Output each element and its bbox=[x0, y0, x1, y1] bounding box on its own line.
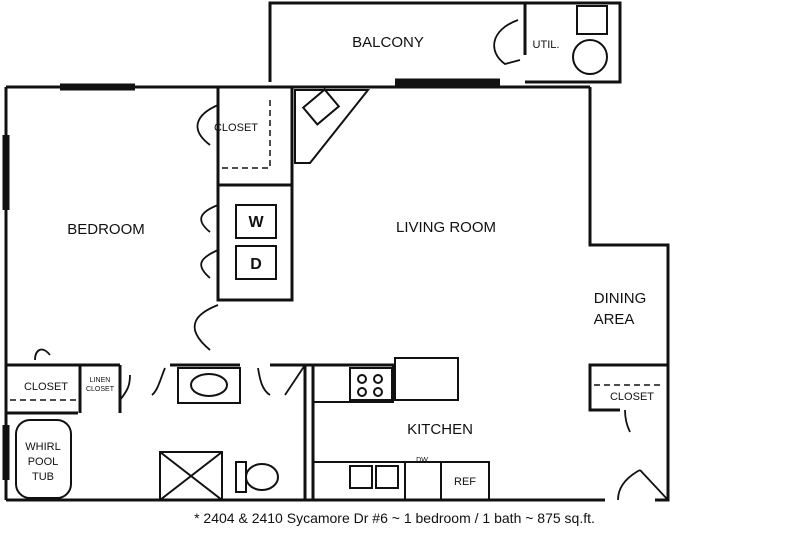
living-room-label: LIVING ROOM bbox=[396, 219, 496, 236]
burner-2 bbox=[373, 374, 383, 384]
fireplace-inner bbox=[301, 88, 341, 126]
dining-label-line1: DINING bbox=[594, 290, 647, 307]
bedroom-label: BEDROOM bbox=[67, 221, 145, 238]
fireplace-body bbox=[294, 89, 371, 164]
balcony-label: BALCONY bbox=[352, 34, 424, 51]
balcony-wall bbox=[268, 1, 622, 84]
util-door-arc bbox=[493, 19, 521, 65]
dryer-box bbox=[235, 245, 277, 280]
closet-right-label: CLOSET bbox=[610, 391, 654, 403]
refrigerator bbox=[440, 461, 490, 501]
burner-1 bbox=[357, 374, 367, 384]
util-fixtures bbox=[572, 5, 608, 75]
dishwasher-label: DW bbox=[416, 457, 428, 464]
dashed-lines bbox=[10, 100, 664, 401]
util-label: UTIL. bbox=[533, 39, 560, 51]
stove bbox=[349, 367, 393, 401]
dining-label-line2: AREA bbox=[594, 311, 635, 328]
door-swing-linen bbox=[119, 374, 131, 401]
kitchen-sink-1 bbox=[349, 465, 373, 489]
refrigerator-label: REF bbox=[454, 476, 476, 488]
water-heater bbox=[576, 5, 608, 35]
door-swing-closet-left bbox=[34, 348, 51, 361]
furnace bbox=[572, 39, 608, 75]
kitchen-island bbox=[394, 357, 459, 401]
tub-label-line1: WHIRL bbox=[25, 441, 60, 453]
kitchen-fixtures bbox=[312, 357, 490, 501]
door-swing-kitchen bbox=[284, 364, 306, 396]
door-swing-entry bbox=[617, 469, 641, 501]
laundry bbox=[235, 204, 277, 280]
door-swing-dryer bbox=[200, 249, 219, 279]
bath-fixtures bbox=[15, 419, 279, 501]
linen-label-line2: CLOSET bbox=[86, 386, 115, 393]
closet-left-label: CLOSET bbox=[24, 381, 68, 393]
right-wall bbox=[588, 87, 670, 502]
burner-3 bbox=[357, 387, 367, 397]
kitchen-sink-2 bbox=[375, 465, 399, 489]
toilet-tank bbox=[235, 461, 247, 493]
closet-top-label: CLOSET bbox=[214, 122, 258, 134]
closet-wall bbox=[216, 87, 294, 302]
burner-4 bbox=[373, 387, 383, 397]
entry-door-leaf bbox=[639, 469, 669, 501]
shower bbox=[159, 451, 223, 501]
linen-label-line1: LINEN bbox=[90, 377, 111, 384]
door-swings bbox=[34, 104, 669, 501]
door-swing-washer bbox=[200, 204, 219, 233]
washer-label: W bbox=[248, 214, 264, 231]
shower-x2 bbox=[159, 451, 223, 501]
door-swing-closet-top bbox=[196, 104, 219, 146]
bath-sink bbox=[177, 367, 241, 404]
plan-caption: * 2404 & 2410 Sycamore Dr #6 ~ 1 bedroom… bbox=[194, 510, 595, 526]
vanity bbox=[177, 367, 241, 404]
walls bbox=[4, 1, 670, 502]
fireplace bbox=[294, 88, 371, 164]
toilet-bowl bbox=[245, 463, 279, 491]
closet-right-wall bbox=[588, 363, 668, 412]
washer-box bbox=[235, 204, 277, 239]
tub bbox=[15, 419, 72, 499]
kitchen-counter-top bbox=[312, 364, 394, 403]
kitchen-label: KITCHEN bbox=[407, 421, 473, 438]
sink-basin bbox=[190, 373, 228, 397]
tub-label-line2: POOL bbox=[28, 456, 59, 468]
door-swing-bath-2 bbox=[257, 367, 271, 396]
tub-label-line3: TUB bbox=[32, 471, 54, 483]
closet-shelf-top bbox=[222, 100, 271, 169]
door-swing-closet-right bbox=[624, 409, 631, 433]
door-swing-bath-1 bbox=[151, 367, 166, 396]
dryer-label: D bbox=[250, 256, 262, 273]
windows bbox=[2, 78, 500, 480]
door-swing-bedroom bbox=[193, 304, 219, 351]
